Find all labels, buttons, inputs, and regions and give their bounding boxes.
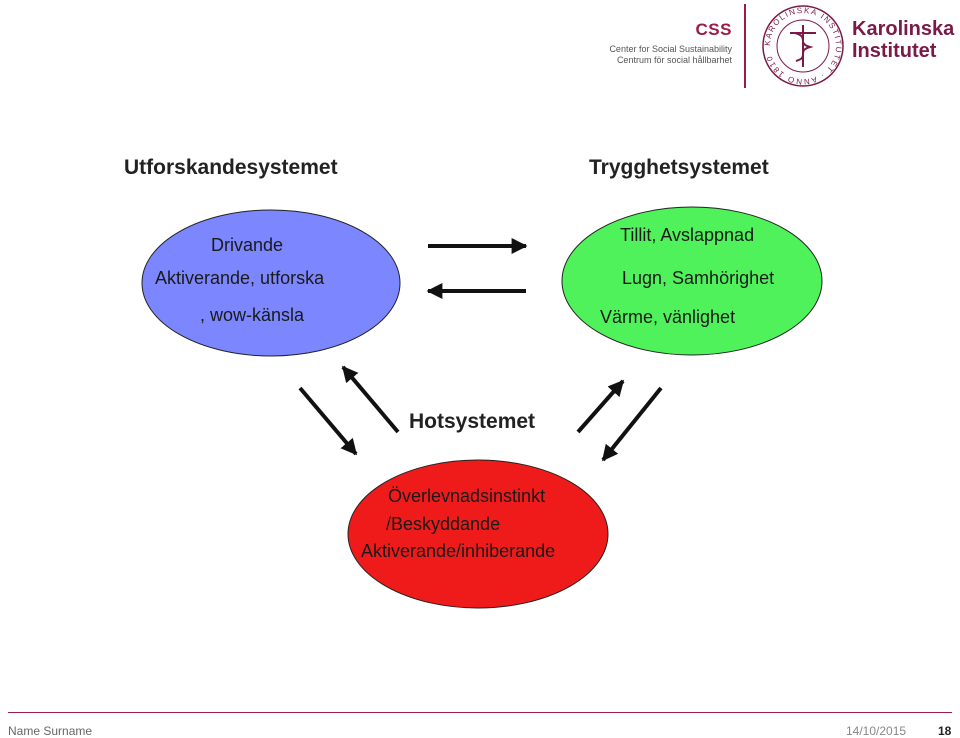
utforskande-line-2: Aktiverande, utforska — [155, 268, 325, 288]
hot-line-2: /Beskyddande — [386, 514, 501, 534]
utforskande-title: Utforskandesystemet — [124, 156, 338, 179]
css-logo-subtitle-en: Center for Social Sustainability — [609, 44, 732, 54]
trygghet-ellipse — [561, 206, 823, 356]
css-logo-title: CSS — [695, 20, 732, 39]
trygghet-line-3: Värme, vänlighet — [600, 307, 736, 327]
footer-divider — [8, 712, 952, 713]
footer-date: 14/10/2015 — [846, 724, 907, 738]
trygghet-line-2: Lugn, Samhörighet — [622, 268, 775, 288]
hot-line-3: Aktiverande/inhiberande — [361, 541, 556, 561]
footer-page-number: 18 — [938, 724, 952, 738]
utforskande-line-3: , wow-känsla — [200, 305, 305, 325]
trygghet-line-1: Tillit, Avslappnad — [620, 225, 755, 245]
karolinska-seal-logo: KAROLINSKA INSTITUTET · ANNO 1810 — [762, 5, 844, 87]
hot-title: Hotsystemet — [409, 410, 536, 433]
karolinska-wordmark: Karolinska Institutet — [852, 18, 954, 62]
arrow-trygghet-to-hot — [601, 386, 663, 462]
utforskande-line-1: Drivande — [211, 235, 284, 255]
ki-wordmark-line2: Institutet — [852, 40, 937, 62]
hot-ellipse — [347, 459, 609, 609]
footer-presenter-name: Name Surname — [8, 724, 93, 738]
hot-line-1: Överlevnadsinstinkt — [388, 486, 546, 506]
arrow-utforskande-to-hot — [298, 386, 358, 456]
ki-wordmark-line1: Karolinska — [852, 18, 955, 40]
arrow-hot-to-trygghet — [576, 379, 625, 434]
arrow-hot-to-utforskande — [341, 365, 400, 434]
css-logo-subtitle-sv: Centrum för social hållbarhet — [616, 55, 732, 65]
logo-divider — [744, 4, 746, 88]
utforskande-ellipse — [141, 209, 401, 357]
trygghet-title: Trygghetsystemet — [589, 156, 769, 179]
